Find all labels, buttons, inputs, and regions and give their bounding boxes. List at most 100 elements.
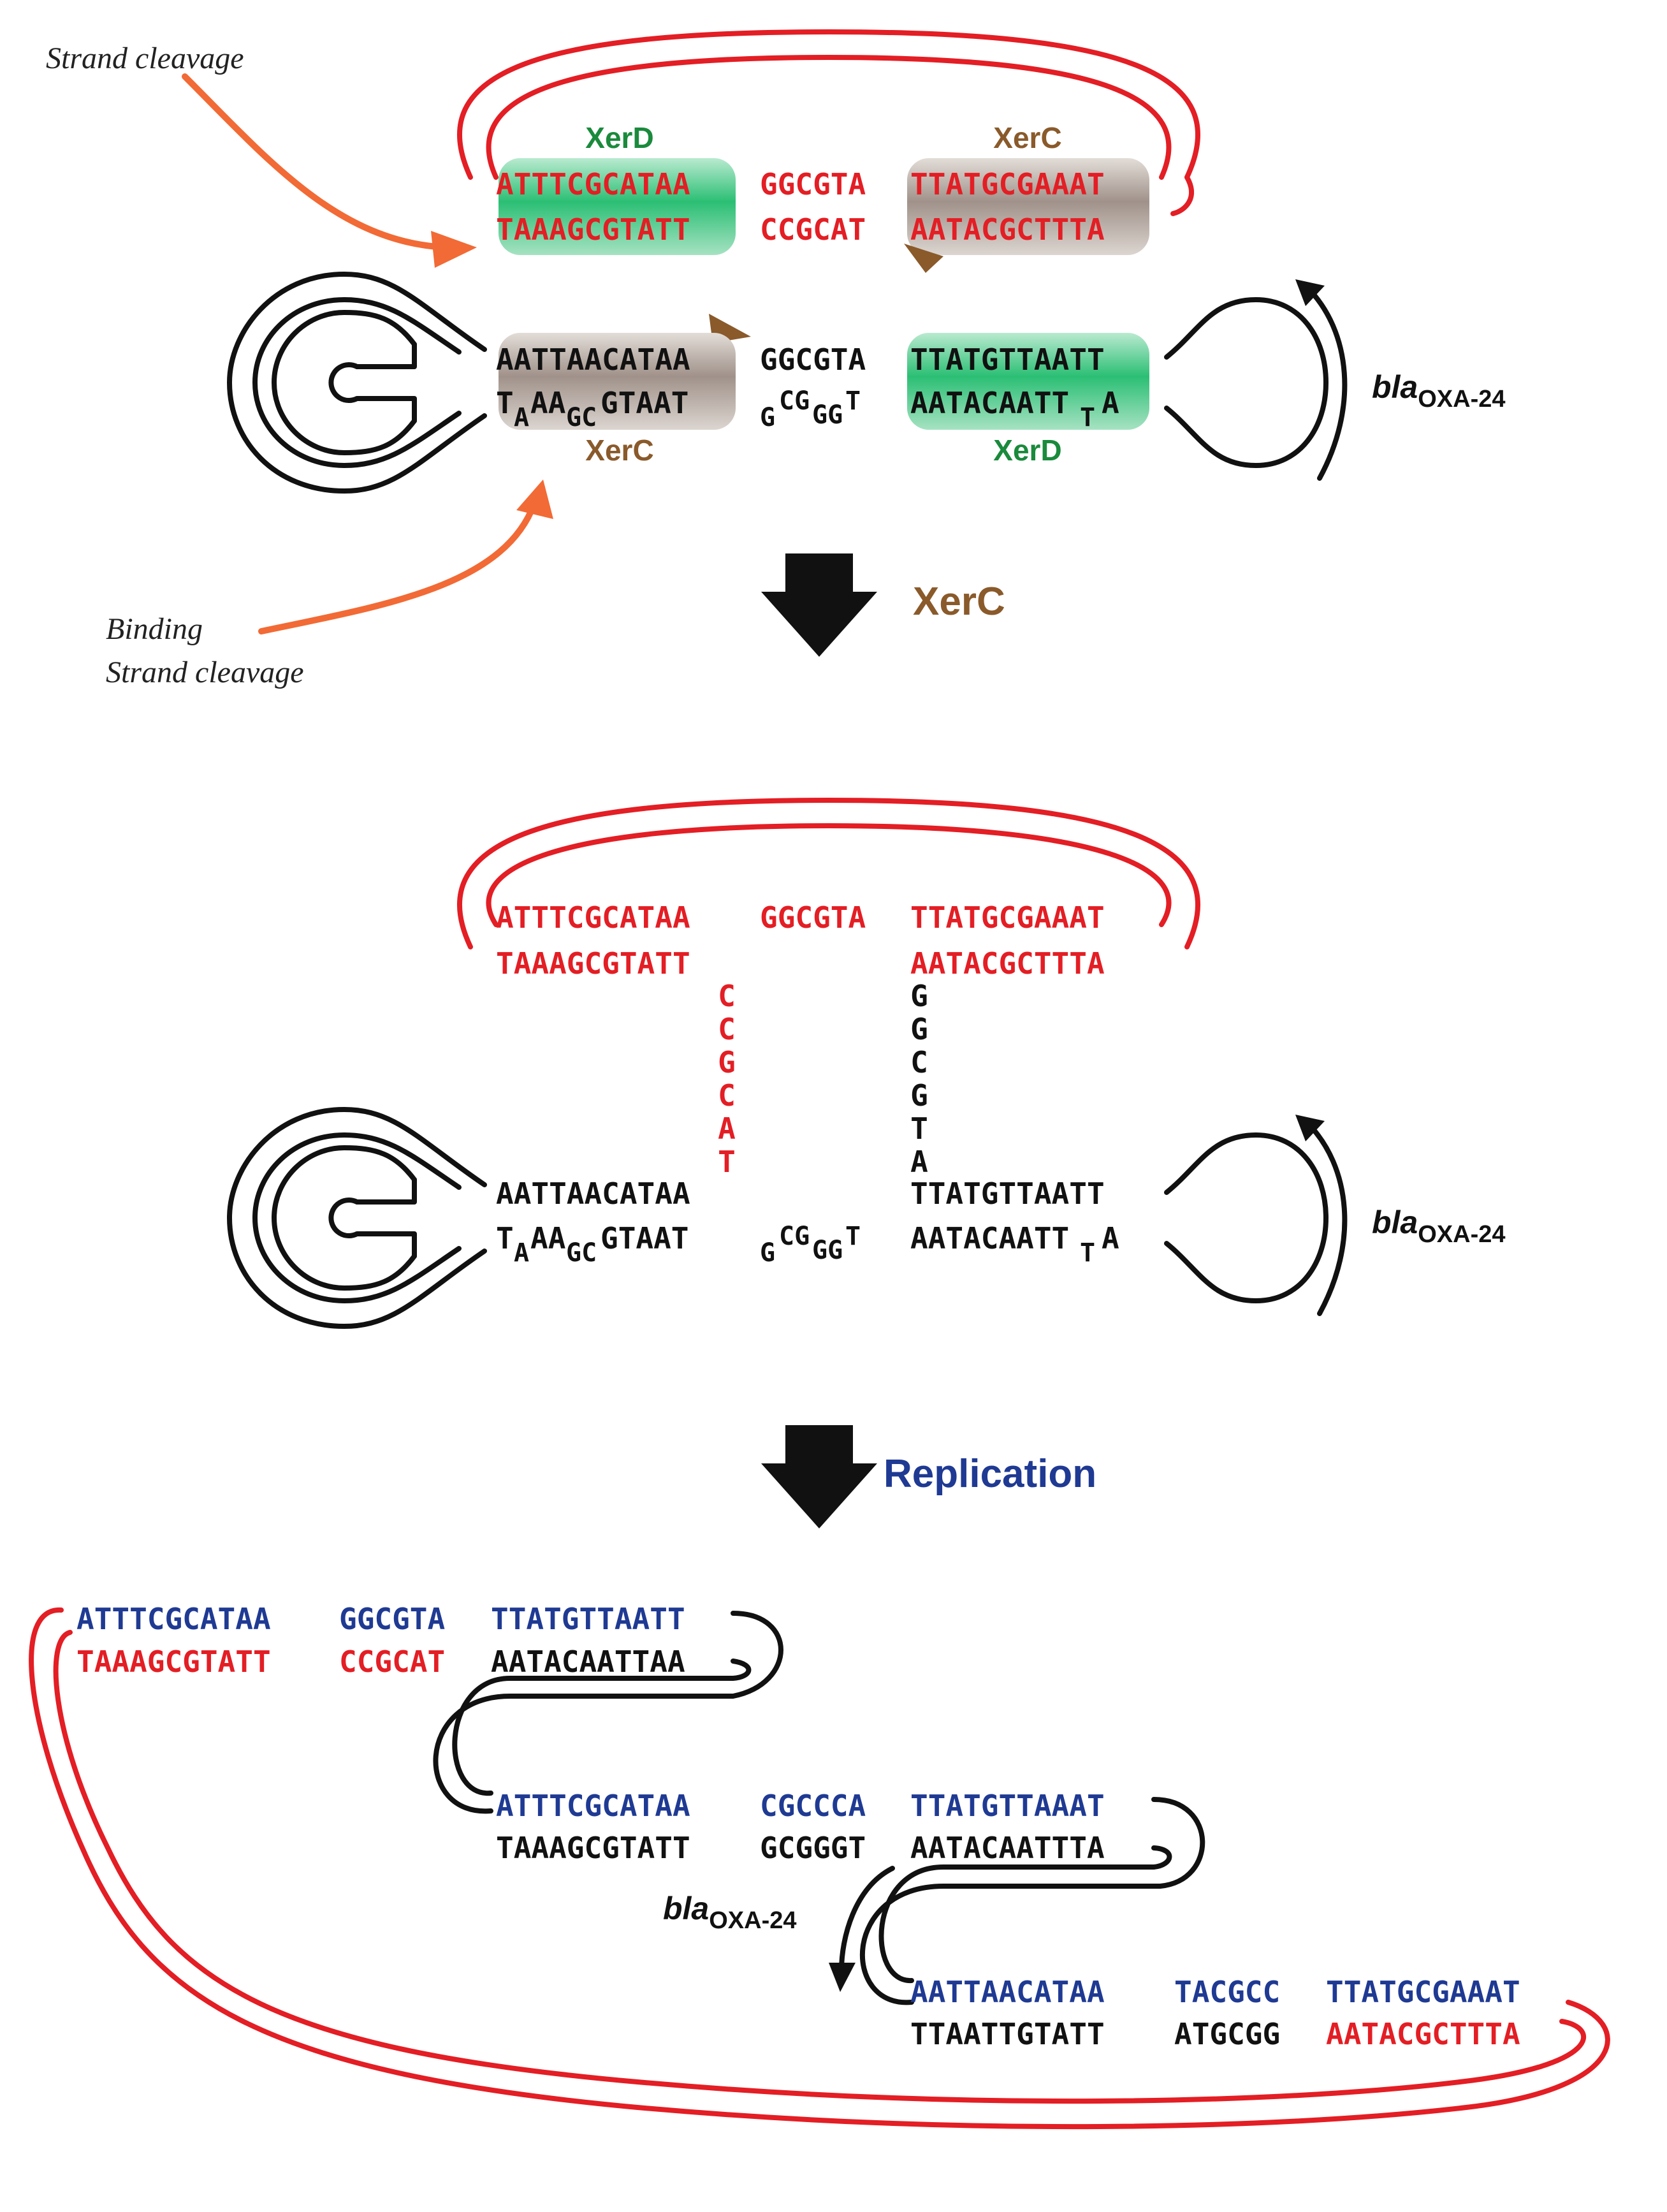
seq-red-bot-right: AATACGCTTTA	[910, 212, 1105, 247]
xerd-box-top	[499, 158, 736, 255]
seq-char: G	[760, 403, 775, 432]
p3-row1-top-c: TTATGTTAATT	[491, 1602, 685, 1636]
xerd-box-bottom	[907, 333, 1149, 430]
seq-char: A	[514, 403, 529, 432]
seq-char: AA	[530, 386, 565, 420]
xerc-box-bottom	[499, 333, 736, 430]
seq-char: A	[514, 1238, 529, 1268]
xerc-cleavage-marker-top	[904, 244, 943, 273]
seq-char: A	[718, 1111, 736, 1146]
xerd-label-top: XerD	[585, 121, 653, 154]
seq-char: T	[845, 386, 861, 416]
p3-row3-bot-c: AATACGCTTTA	[1326, 2017, 1520, 2051]
panel-2-strand-exchange: ATTTCGCATAA GGCGTA TTATGCGAAAT TAAAGCGTA…	[227, 798, 1506, 1329]
seq-black-bot-left-2: T A AA GC GTAAT	[496, 1221, 688, 1268]
seq-black-top-left-2: AATTAACATAA	[496, 1176, 690, 1211]
step-arrow-xerc: XerC	[761, 553, 1005, 657]
connector-row1-row2-inner	[452, 1659, 752, 1796]
xerd-label-bottom: XerD	[993, 434, 1061, 467]
panel-3-replication-products: ATTTCGCATAA GGCGTA TTATGTTAATT TAAAGCGTA…	[29, 1602, 1610, 2130]
seq-black-bot-mid: G CG GG T	[760, 386, 861, 432]
red-outer-loop-b	[53, 1630, 1586, 2104]
left-chromosome-loop	[227, 272, 487, 494]
black-vertical-strand: G G C G T A	[910, 979, 928, 1179]
gene-direction-arrow-2	[1304, 1120, 1348, 1316]
down-arrow-2	[761, 1425, 877, 1528]
p3-row2-top-a: ATTTCGCATAA	[496, 1789, 690, 1823]
gene-name: bla	[1372, 369, 1418, 405]
p3-row1-bot-a: TAAAGCGTATT	[76, 1644, 271, 1679]
seq-char: G	[760, 1238, 775, 1268]
seq-black-top-right: TTATGTTAATT	[910, 342, 1105, 377]
seq-char: T	[910, 1111, 928, 1146]
seq-char: T	[1080, 403, 1095, 432]
seq-char: GC	[566, 1238, 597, 1268]
connector-row2-row3-outer	[859, 1797, 1205, 2005]
gene-direction-arrow	[1304, 284, 1348, 481]
seq-red-bot-mid: CCGCAT	[760, 212, 866, 247]
gene-subscript: OXA-24	[1418, 386, 1505, 413]
seq-char: G	[910, 1078, 928, 1113]
seq-char: AATACAATT	[910, 1221, 1069, 1256]
seq-char: A	[910, 1145, 928, 1179]
red-arc-inner	[486, 55, 1172, 180]
left-chromosome-loop-2	[227, 1107, 487, 1329]
red-arc-inner-tail	[1170, 175, 1194, 216]
seq-black-bot-mid-2: G CG GG T	[760, 1222, 861, 1268]
seq-red-top-mid: GGCGTA	[760, 167, 866, 201]
annotation-strand-cleavage-bottom: Strand cleavage	[106, 656, 304, 689]
panel-1-holliday-synapse: XerD XerC ATTTCGCATAA GGCGTA TTATGCGAAAT…	[46, 29, 1506, 689]
p3-row3-top-b: TACGCC	[1174, 1975, 1280, 2009]
p3-row1-bot-b: CCGCAT	[339, 1644, 445, 1679]
seq-red-bot-left: TAAAGCGTATT	[496, 212, 690, 247]
seq-char: GG	[812, 400, 843, 430]
seq-char: C	[718, 1078, 736, 1113]
seq-char: G	[718, 1045, 736, 1080]
seq-red-top-right-2: TTATGCGAAAT	[910, 900, 1105, 935]
p3-row3-bot-a: TTAATTGTATT	[910, 2017, 1105, 2051]
seq-char: CG	[779, 386, 810, 416]
seq-char: AA	[530, 1221, 565, 1256]
gene-label-panel1: blaOXA-24	[1372, 369, 1506, 413]
p3-row1-top-b: GGCGTA	[339, 1602, 445, 1636]
p3-row3-bot-b: ATGCGG	[1174, 2017, 1280, 2051]
annotation-arrowhead-bottom	[516, 480, 553, 519]
red-arc-outer-2	[457, 798, 1200, 949]
p3-row2-top-b: CGCCCA	[760, 1789, 866, 1823]
seq-char: AATACAATT	[910, 386, 1069, 420]
seq-black-bot-right: AATACAATT T A	[910, 386, 1119, 432]
annotation-strand-cleavage-top: Strand cleavage	[46, 41, 244, 75]
p3-row2-bot-c: AATACAATTTA	[910, 1831, 1105, 1865]
p3-row2-bot-a: TAAAGCGTATT	[496, 1831, 690, 1865]
seq-char: T	[718, 1145, 736, 1179]
connector-row1-row2-outer	[433, 1611, 783, 1814]
seq-char: G	[910, 979, 928, 1013]
seq-black-top-mid: GGCGTA	[760, 342, 866, 377]
seq-black-top-left: AATTAACATAA	[496, 342, 690, 377]
seq-char: C	[718, 979, 736, 1013]
gene-direction-arrowhead-2	[1295, 1115, 1325, 1141]
seq-black-bot-right-2: AATACAATT T A	[910, 1221, 1119, 1268]
gene-name: bla	[663, 1891, 709, 1926]
p3-row1-bot-c: AATACAATTAA	[491, 1644, 685, 1679]
seq-red-top-right: TTATGCGAAAT	[910, 167, 1105, 201]
seq-red-top-left-2: ATTTCGCATAA	[496, 900, 690, 935]
p3-row3-top-c: TTATGCGAAAT	[1326, 1975, 1520, 2009]
gene-label-panel2: blaOXA-24	[1372, 1205, 1506, 1248]
seq-char: T	[496, 1221, 514, 1256]
step-label-xerc: XerC	[913, 580, 1005, 624]
seq-char: GC	[566, 403, 597, 432]
connector-row2-row3-inner	[878, 1845, 1172, 1984]
xerc-label-bottom: XerC	[585, 434, 653, 467]
gene-direction-arrowhead	[1295, 279, 1325, 306]
seq-red-bot-left-2: TAAAGCGTATT	[496, 946, 690, 981]
annotation-arrow-bottom	[258, 501, 537, 634]
gene-name: bla	[1372, 1205, 1418, 1240]
red-outer-loop-a	[29, 1607, 1610, 2130]
gene-direction-arrow-3	[839, 1866, 895, 1973]
right-gene-loop-2	[1164, 1132, 1329, 1303]
xerc-label-top: XerC	[993, 121, 1061, 154]
seq-red-top-mid-2: GGCGTA	[760, 900, 866, 935]
seq-char: T	[1080, 1238, 1095, 1268]
